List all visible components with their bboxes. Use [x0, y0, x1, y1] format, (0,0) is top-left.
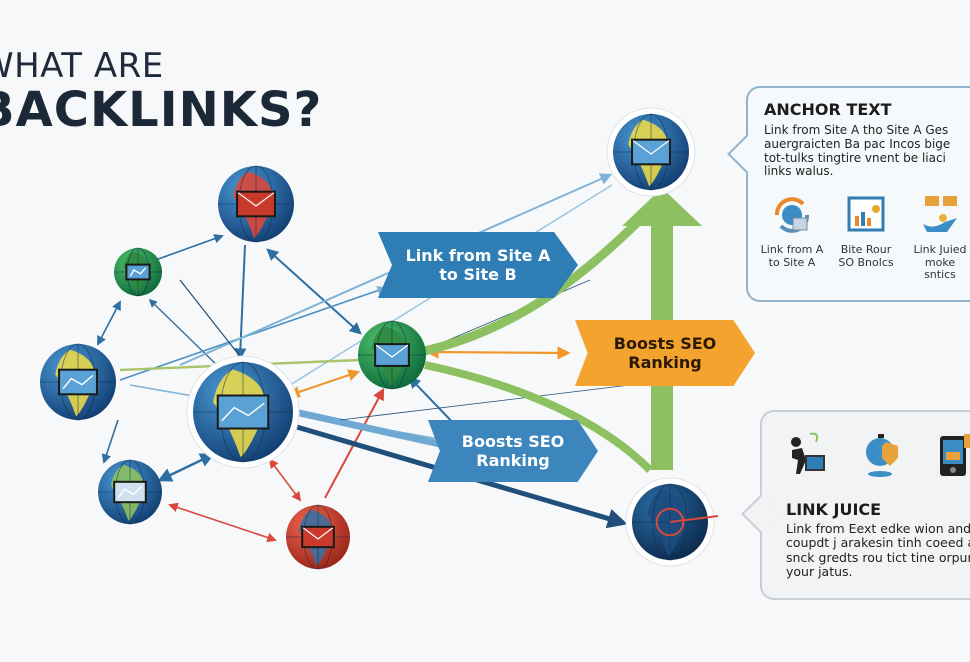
green-globe-bottom-left [98, 459, 162, 525]
green-globe-small [114, 247, 162, 297]
link-line [97, 300, 121, 346]
anchor-text-card: ANCHOR TEXT Link from Site A tho Site A … [727, 86, 970, 302]
target-dart [669, 515, 719, 523]
link-line [268, 458, 302, 502]
link-line [101, 419, 119, 464]
link-line [287, 369, 361, 398]
link-line [148, 298, 226, 374]
person-screen-icon [791, 432, 825, 474]
banner-text: to Site B [439, 265, 517, 284]
link-line [148, 234, 224, 264]
red-globe-top [218, 165, 294, 243]
center-globe [186, 355, 300, 469]
envelope-flap [302, 527, 334, 540]
banner-text: Link from Site A [405, 245, 551, 265]
envelope-icon [303, 527, 333, 547]
network-cycle-icon [775, 197, 809, 233]
link-juice-card: LINK JUICE Link from Eext edke wion and … [741, 410, 970, 600]
link-line [157, 453, 215, 482]
icon-item: Link Juied moke sntics [908, 192, 970, 282]
card-body: Link from Site A tho Site A Ges auergrai… [764, 123, 951, 179]
icon-item: Link from A to Site A [760, 192, 824, 282]
banner-text: Ranking [628, 353, 702, 372]
icon-row: Link from A to Site A Bite Rour SO Bnolc… [760, 192, 970, 282]
card-title: ANCHOR TEXT [764, 100, 892, 119]
link-line [266, 248, 362, 335]
link-line [339, 384, 631, 421]
icon-row [786, 430, 970, 480]
envelope-flap [632, 140, 670, 155]
icon-label: Link Juied moke sntics [913, 243, 967, 282]
link-line [234, 244, 247, 361]
envelope-flap [237, 192, 275, 207]
orange-globe-bottom [286, 504, 350, 570]
trend-line [221, 402, 265, 422]
target-globe-top [606, 107, 696, 197]
icon-item: Bite Rour SO Bnolcs [834, 192, 898, 282]
connections [97, 173, 631, 543]
banner-text: Boosts SEO [613, 333, 717, 353]
analytics-chart-icon [847, 196, 885, 232]
envelope-flap [375, 344, 409, 358]
envelope-icon [633, 140, 669, 164]
card-title: LINK JUICE [786, 500, 882, 519]
banner-text: Boosts SEO [461, 431, 565, 451]
yellow-globe-left [40, 343, 116, 421]
globe-shield-icon [866, 434, 898, 477]
link-line [168, 502, 277, 543]
envelope-icon [238, 192, 274, 216]
continent-shape [647, 489, 687, 557]
green-arrowhead [622, 188, 702, 226]
title-line-2: BACKLINKS? [0, 82, 323, 138]
trend-line [129, 267, 147, 277]
target-globe-bottom [625, 477, 719, 567]
phone-chart-icon [940, 434, 970, 476]
icon-label: Bite Rour SO Bnolcs [838, 243, 894, 269]
link-line [294, 408, 441, 448]
globe-nodes [40, 107, 719, 570]
icon-label: Link from A to Site A [760, 243, 824, 269]
trend-line [117, 485, 143, 499]
green-curve-down [424, 361, 653, 473]
trend-line [62, 374, 94, 390]
link-line [425, 345, 571, 360]
title-line-1: WHAT ARE [0, 46, 164, 86]
banner-text: Ranking [476, 451, 550, 470]
green-globe-center [358, 320, 426, 390]
hand-envelopes-icon [923, 196, 957, 232]
envelope-icon [376, 345, 408, 365]
target-icon [655, 507, 685, 537]
card-body: Link from Eext edke wion and coupdt j ar… [786, 521, 970, 580]
